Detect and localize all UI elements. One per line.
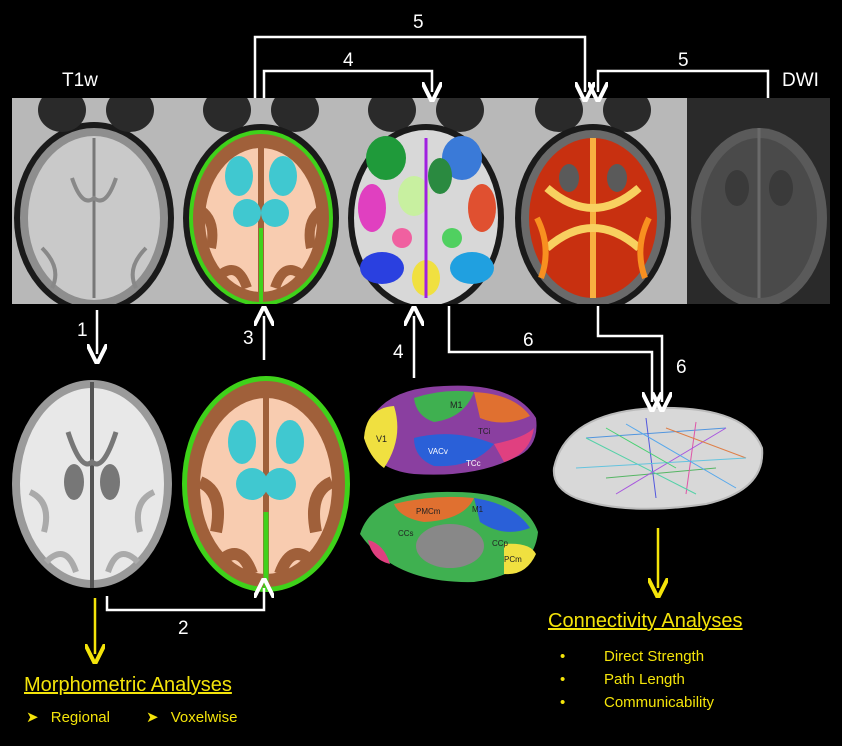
connectivity-item-label: Direct Strength (604, 648, 704, 665)
connectivity-title: Connectivity Analyses (548, 610, 743, 633)
bullet-icon: • (560, 694, 604, 711)
morphometric-item-label: Voxelwise (171, 709, 238, 726)
step-6-right: 6 (676, 357, 687, 379)
connectivity-item-label: Path Length (604, 671, 685, 688)
bullet-icon: • (560, 671, 604, 688)
step-5-top: 5 (413, 12, 424, 34)
list-item: •Path Length (560, 671, 714, 688)
morphometric-item-regional: ➤ Regional (26, 708, 110, 726)
list-item: •Direct Strength (560, 648, 714, 665)
connectivity-item-label: Communicability (604, 694, 714, 711)
connectivity-list: •Direct Strength •Path Length •Communica… (560, 648, 714, 717)
step-3: 3 (243, 328, 254, 350)
right-arrowhead-icon: ➤ (146, 709, 159, 726)
step-4-top: 4 (343, 50, 354, 72)
right-arrowhead-icon: ➤ (26, 709, 39, 726)
list-item: •Communicability (560, 694, 714, 711)
step-2: 2 (178, 618, 189, 640)
morphometric-item-voxelwise: ➤ Voxelwise (146, 708, 237, 726)
step-4-mid: 4 (393, 342, 404, 364)
step-6-left: 6 (523, 330, 534, 352)
bullet-icon: • (560, 648, 604, 665)
step-1: 1 (77, 320, 88, 342)
step-5-right: 5 (678, 50, 689, 72)
morphometric-title: Morphometric Analyses (24, 674, 232, 697)
morphometric-item-label: Regional (51, 709, 110, 726)
